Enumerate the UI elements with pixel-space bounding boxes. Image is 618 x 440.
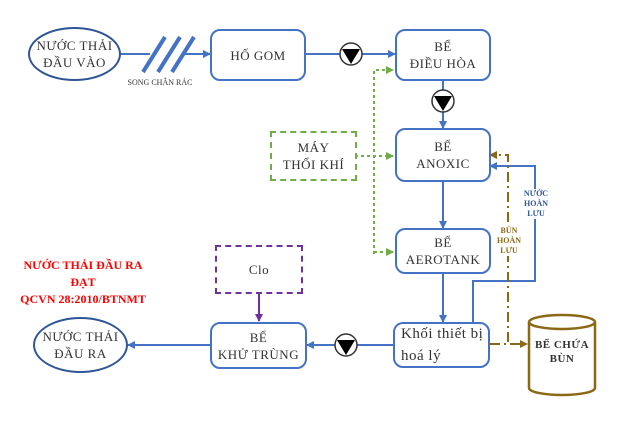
khu-trung-line2: KHỬ TRÙNG — [217, 346, 300, 362]
water-recycle-line3: LƯU — [527, 209, 545, 218]
output-wastewater-node: NƯỚC THẢI ĐẦU RA — [33, 317, 128, 373]
aerotank-line1: BỂ — [434, 235, 452, 250]
discharge-standard-label: NƯỚC THẢI ĐẦU RA ĐẠT QCVN 28:2010/BTNMT — [8, 257, 158, 308]
standard-line3: QCVN 28:2010/BTNMT — [20, 292, 146, 306]
input-line1: NƯỚC THẢI — [36, 38, 113, 53]
sludge-tank-cylinder — [527, 313, 597, 397]
bar-screen-icon — [141, 35, 196, 74]
dieu-hoa-line2: ĐIỀU HÒA — [409, 56, 477, 71]
standard-line1: NƯỚC THẢI ĐẦU RA — [23, 258, 143, 272]
air-supply-lines — [355, 66, 394, 256]
water-recycle-label: NƯỚC HOÀN LƯU — [518, 189, 554, 219]
dieu-hoa-line1: BỂ — [434, 39, 452, 54]
water-recycle-line2: HOÀN — [524, 199, 548, 208]
water-recycle-line1: NƯỚC — [523, 189, 549, 198]
sludge-tank-line2: BÙN — [549, 353, 575, 365]
dieu-hoa-node: BỂ ĐIỀU HÒA — [395, 29, 491, 81]
hoa-ly-node: Khối thiết bị hoá lý — [393, 322, 490, 368]
anoxic-line1: BỂ — [434, 139, 452, 154]
anoxic-node: BỂ ANOXIC — [395, 128, 491, 182]
input-wastewater-node: NƯỚC THẢI ĐẦU VÀO — [28, 27, 121, 81]
flow-sludge-recycle — [489, 151, 509, 342]
blower-node: MÁY THỔI KHÍ — [270, 131, 357, 181]
sludge-tank-line1: BỂ CHỨA — [534, 339, 590, 351]
sludge-recycle-line3: LƯU — [500, 246, 518, 255]
sludge-tank-node: BỂ CHỨA BÙN — [530, 330, 594, 374]
chlorine-node: Clo — [215, 245, 303, 294]
output-line1: NƯỚC THẢI — [42, 329, 119, 344]
ho-gom-label: HỐ GOM — [230, 47, 286, 63]
bar-screen-label: SONG CHẮN RÁC — [127, 78, 193, 87]
blower-line2: THỔI KHÍ — [282, 157, 345, 172]
pump-icon — [431, 89, 455, 113]
hoa-ly-line1: Khối thiết bị — [401, 326, 484, 342]
chlorine-label: Clo — [248, 262, 270, 277]
sludge-recycle-label: BÙN HOÀN LƯU — [492, 226, 526, 256]
pump-icon — [334, 333, 358, 357]
sludge-recycle-line1: BÙN — [500, 226, 518, 235]
output-line2: ĐẦU RA — [54, 346, 107, 361]
sludge-recycle-line2: HOÀN — [497, 236, 521, 245]
aerotank-node: BỂ AEROTANK — [395, 228, 491, 274]
aerotank-line2: AEROTANK — [405, 252, 481, 267]
anoxic-line2: ANOXIC — [416, 156, 470, 171]
flow-water-recycle — [472, 162, 536, 323]
khu-trung-line1: BỂ — [249, 329, 268, 345]
pump-icon — [339, 42, 363, 66]
standard-line2: ĐẠT — [70, 275, 96, 289]
khu-trung-node: BỂ KHỬ TRÙNG — [210, 322, 307, 369]
ho-gom-node: HỐ GOM — [210, 29, 306, 81]
hoa-ly-line2: hoá lý — [401, 348, 442, 364]
blower-line1: MÁY — [297, 140, 330, 155]
input-line2: ĐẦU VÀO — [43, 55, 106, 70]
